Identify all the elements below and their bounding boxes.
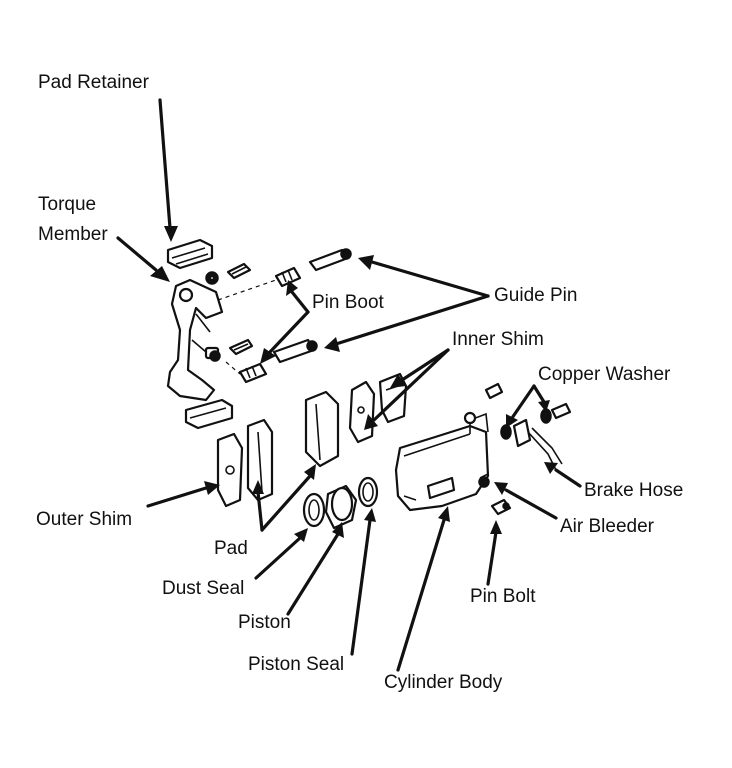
outer-pad: [246, 418, 274, 502]
label-cylinder-body: Cylinder Body: [384, 672, 503, 693]
lower-guide-pin: [272, 338, 318, 364]
label-torque-member-line1: Torque: [38, 194, 97, 215]
inner-shim-left: [348, 380, 376, 444]
label-pin-boot: Pin Boot: [312, 292, 384, 313]
leader-arrows: [116, 98, 582, 672]
upper-washer: [205, 271, 219, 285]
label-piston: Piston: [238, 612, 291, 633]
label-outer-shim: Outer Shim: [36, 509, 133, 530]
outer-shim: [216, 432, 244, 508]
label-inner-shim: Inner Shim: [452, 329, 544, 350]
label-brake-hose: Brake Hose: [584, 480, 684, 501]
hose-fitting: [512, 418, 563, 471]
pin-bolt: [490, 498, 512, 516]
label-piston-seal: Piston Seal: [248, 654, 345, 675]
pad-retainer-top: [166, 238, 214, 270]
label-copper-washer: Copper Washer: [538, 364, 671, 385]
label-torque-member-line2: Member: [38, 224, 108, 245]
air-bleeder: [478, 473, 490, 488]
upper-pin-boot: [274, 266, 302, 288]
upper-bolt: [226, 262, 252, 280]
lower-pin-boot: [238, 362, 268, 384]
label-dust-seal: Dust Seal: [162, 578, 245, 599]
piston: [324, 484, 358, 530]
inner-pad: [304, 390, 340, 468]
label-air-bleeder: Air Bleeder: [560, 516, 654, 537]
pad-retainer-bottom: [184, 398, 234, 430]
cylinder-body: [394, 411, 490, 512]
upper-guide-pin: [308, 248, 352, 272]
label-pad: Pad: [214, 538, 248, 559]
lower-bolt: [228, 338, 254, 356]
lower-washer: [209, 350, 221, 362]
label-pin-bolt: Pin Bolt: [470, 586, 536, 607]
cylinder-top-bolt: [484, 382, 504, 400]
label-pad-retainer: Pad Retainer: [38, 72, 149, 93]
hose-bolt: [550, 402, 572, 420]
dust-seal: [302, 492, 326, 528]
piston-seal: [357, 476, 379, 508]
label-guide-pin: Guide Pin: [494, 285, 578, 306]
torque-member: [166, 278, 224, 402]
